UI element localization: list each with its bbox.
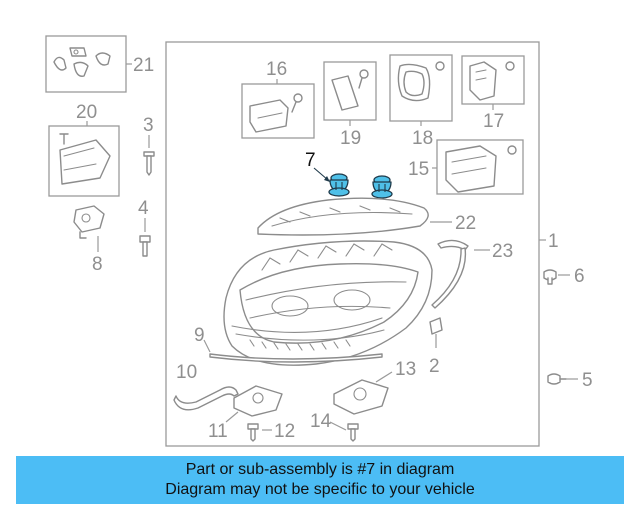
part-14-screw [347, 423, 359, 442]
part-15-control-module [445, 145, 517, 193]
part-19-bracket [331, 69, 369, 111]
headlamp-housing [223, 240, 433, 366]
banner-line-1: Part or sub-assembly is #7 in diagram [185, 461, 455, 478]
callout-17: 17 [483, 111, 504, 132]
parts-diagram: 21 20 8 3 4 16 1 [45, 35, 593, 447]
part-5-nut [547, 373, 567, 385]
part-23-trim-strip [431, 239, 469, 309]
callout-6: 6 [574, 266, 585, 287]
callout-14: 14 [310, 411, 332, 432]
callout-1: 1 [548, 231, 559, 252]
part-11-module [233, 385, 283, 417]
part-10-cable [173, 386, 239, 411]
callout-5: 5 [582, 370, 593, 391]
callout-7: 7 [305, 150, 316, 171]
part-2-clip [429, 317, 443, 335]
part-3-screw [143, 151, 155, 176]
callout-11: 11 [208, 421, 228, 442]
part-7-grommet-left [328, 173, 350, 197]
callout-2: 2 [429, 356, 440, 377]
part-4-bolt [139, 235, 151, 257]
callout-3: 3 [143, 115, 154, 136]
part-7-grommet-right [371, 175, 393, 199]
callout-16: 16 [266, 59, 287, 80]
callout-18: 18 [412, 128, 433, 149]
part-8-actuator [73, 205, 105, 239]
callout-13: 13 [395, 359, 416, 380]
info-banner: Part or sub-assembly is #7 in diagram Di… [16, 456, 624, 504]
callout-12: 12 [274, 421, 295, 442]
part-9-strip [209, 353, 383, 363]
callout-15: 15 [408, 159, 429, 180]
callout-22: 22 [455, 213, 476, 234]
callout-19: 19 [340, 128, 361, 149]
part-16-bracket [249, 93, 303, 133]
callout-4: 4 [138, 198, 149, 219]
part-13-module [333, 379, 389, 415]
callout-21: 21 [133, 55, 154, 76]
part-20-module [59, 133, 111, 185]
part-12-screw [247, 423, 259, 442]
callout-23: 23 [492, 241, 513, 262]
part-22-lens [257, 197, 429, 236]
callout-9: 9 [194, 325, 205, 346]
callout-8: 8 [92, 254, 103, 275]
callout-7-arrowhead [324, 176, 330, 182]
callout-10: 10 [176, 362, 197, 383]
banner-line-2: Diagram may not be specific to your vehi… [165, 481, 475, 498]
part-17-ballast [469, 61, 515, 101]
part-6-nut [543, 269, 557, 285]
callout-20: 20 [76, 102, 97, 123]
part-21-clips [53, 47, 111, 77]
part-18-gasket [397, 61, 445, 102]
